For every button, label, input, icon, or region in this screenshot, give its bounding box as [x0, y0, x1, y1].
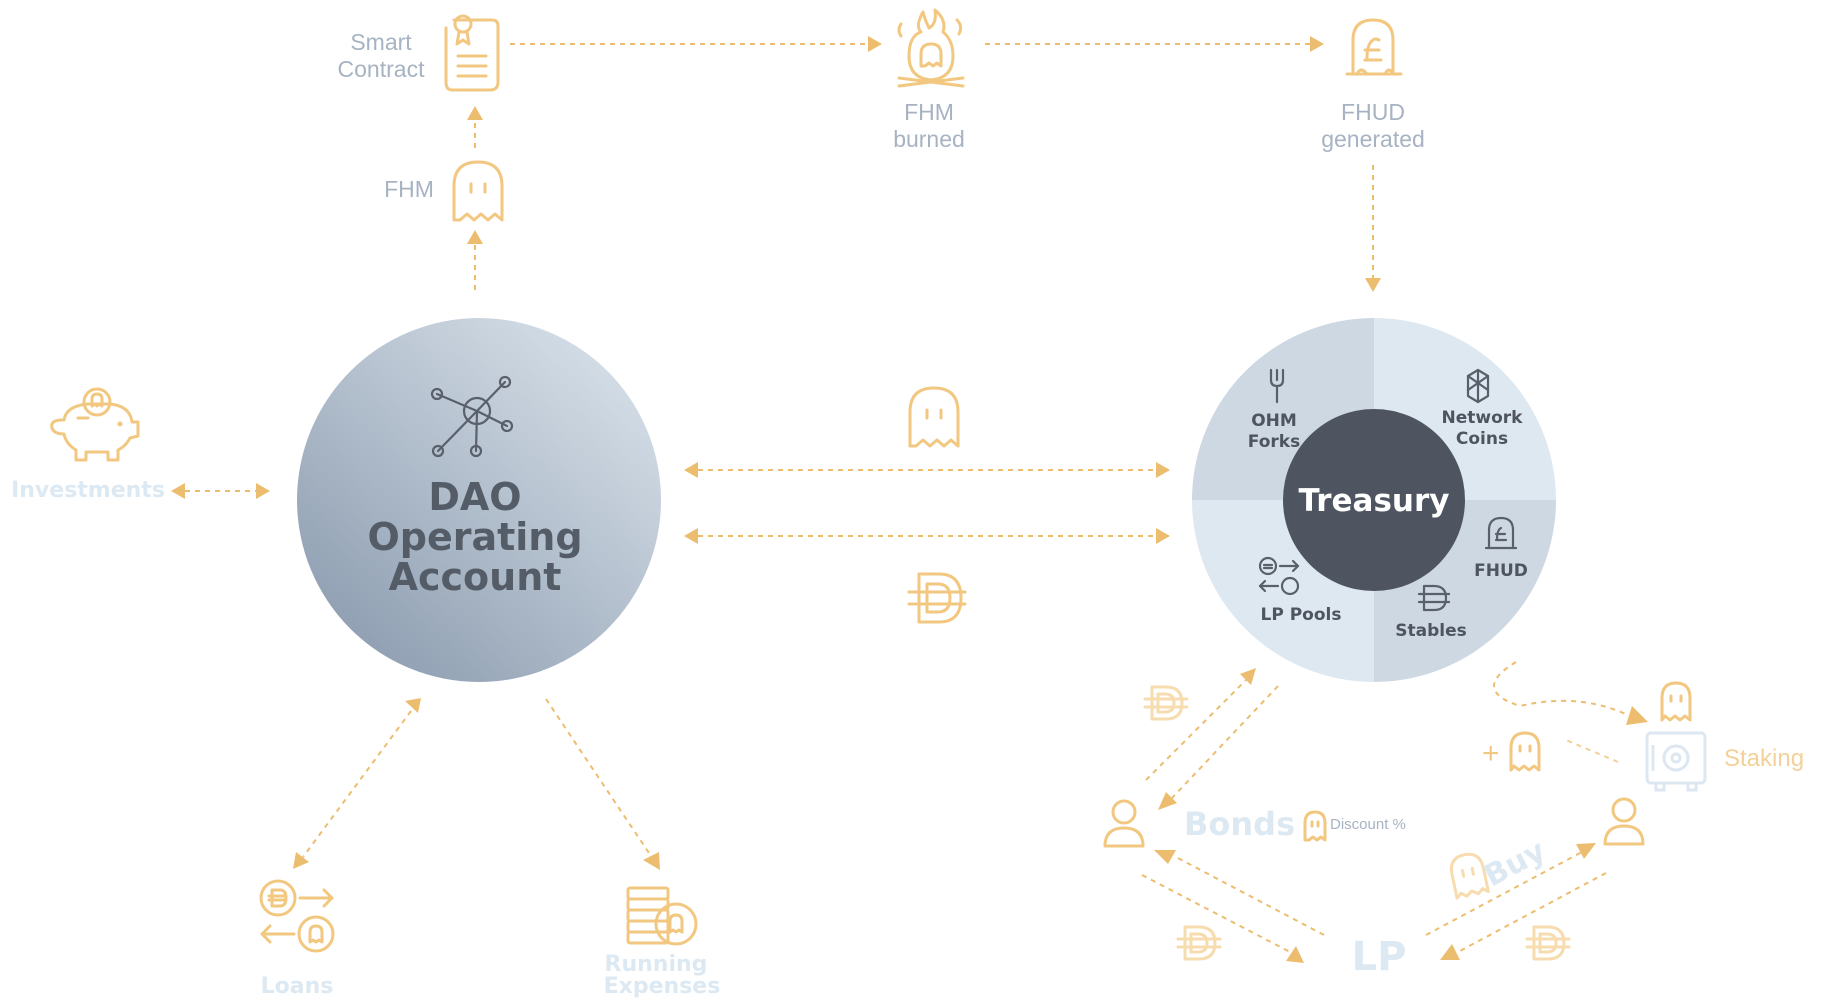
fhud-tombstone-icon	[1345, 18, 1403, 76]
discount-label: Discount %	[1330, 816, 1406, 833]
fhm-burned-label-2: burned	[893, 126, 965, 152]
lp-pools-label: LP Pools	[1261, 605, 1342, 625]
stable-coin-icon	[1417, 584, 1451, 612]
bonds-user-icon	[1103, 799, 1145, 848]
lp-label: LP	[1352, 934, 1407, 980]
arrow-treasury-to-bonds	[1158, 685, 1279, 810]
staking-label: Staking	[1724, 745, 1804, 772]
arrow-burn-to-fhud	[985, 36, 1324, 52]
investments-label: Investments	[11, 478, 165, 503]
running-expenses-label-2: Expenses	[604, 974, 721, 999]
rebase-ghost-icon	[1509, 731, 1541, 772]
arrow-dao-treasury-stable	[684, 528, 1170, 544]
smart-contract-label-2: Contract	[338, 56, 426, 82]
loans-label: Loans	[261, 974, 334, 999]
treasury-label: Treasury	[1299, 483, 1450, 519]
fire-ghost-icon	[897, 8, 965, 88]
arrow-lp-to-buyer	[1425, 843, 1596, 936]
lp-pools-icon	[1258, 556, 1300, 596]
fhm-label: FHM	[384, 176, 434, 202]
network-hub-icon	[430, 375, 514, 458]
bonds-stablecoin-icon	[1143, 685, 1189, 721]
plus-ghost-group: +	[1482, 731, 1541, 772]
buy-ghost-icon	[1449, 852, 1490, 900]
bonds-label: Bonds	[1184, 805, 1295, 843]
fhm-burned-label-1: FHM	[904, 99, 954, 125]
vault-safe-icon	[1645, 731, 1707, 792]
arrow-treasury-to-staking	[1493, 661, 1648, 725]
arrow-dao-to-fhm	[467, 230, 483, 290]
lp-stablecoin-left-icon	[1176, 925, 1222, 961]
stables-label: Stables	[1395, 621, 1467, 641]
dao-title-line3: Account	[389, 555, 562, 599]
network-coin-icon	[1466, 368, 1490, 404]
dao-circle	[297, 318, 661, 682]
fhud-generated-label-2: generated	[1321, 126, 1425, 152]
arrow-fhm-to-contract	[467, 106, 483, 148]
fhm-ghost-icon	[452, 160, 504, 222]
ohm-forks-label-1: OHM	[1251, 411, 1297, 431]
dao-title-line2: Operating	[367, 515, 582, 559]
fhud-small-icon	[1484, 516, 1518, 550]
exchange-stablecoin-icon	[907, 572, 967, 624]
arrow-bonds-to-treasury	[1145, 668, 1256, 781]
fork-icon	[1269, 368, 1285, 404]
dao-title-line1: DAO	[428, 475, 521, 519]
staking-ghost-icon	[1660, 681, 1692, 722]
fhud-treasury-label: FHUD	[1474, 561, 1528, 581]
treasury-center	[1283, 409, 1465, 591]
arrow-buyer-to-lp	[1440, 872, 1607, 960]
arrow-contract-to-burn	[510, 36, 882, 52]
lp-stablecoin-right-icon	[1525, 925, 1571, 961]
discount-ghost-icon	[1303, 810, 1327, 842]
arrow-investments-dao	[171, 483, 270, 499]
ohm-forks-label-2: Forks	[1248, 432, 1300, 452]
network-coins-label-2: Coins	[1456, 429, 1508, 449]
coins-stack-icon	[626, 886, 698, 946]
arrow-dao-treasury-fhm	[684, 462, 1170, 478]
buyer-user-icon	[1603, 797, 1645, 846]
smart-contract-icon	[444, 14, 500, 92]
loans-swap-icon	[259, 879, 335, 953]
arrow-dao-loans	[293, 698, 421, 869]
exchange-ghost-icon	[908, 386, 960, 448]
smart-contract-label-1: Smart	[350, 29, 412, 55]
arrow-dao-expenses	[545, 698, 660, 870]
buy-label: Buy	[1479, 833, 1552, 894]
arrow-lp-to-bonds	[1154, 850, 1325, 936]
arrow-staking-link	[1565, 739, 1619, 763]
arrow-bonds-to-lp	[1141, 874, 1304, 963]
network-coins-label-1: Network	[1442, 408, 1524, 428]
fhud-generated-label-1: FHUD	[1341, 99, 1405, 125]
piggy-bank-icon	[50, 387, 140, 462]
running-expenses-label-1: Running	[605, 952, 708, 977]
arrow-fhud-to-treasury	[1365, 165, 1381, 292]
plus-sign: +	[1482, 737, 1500, 770]
